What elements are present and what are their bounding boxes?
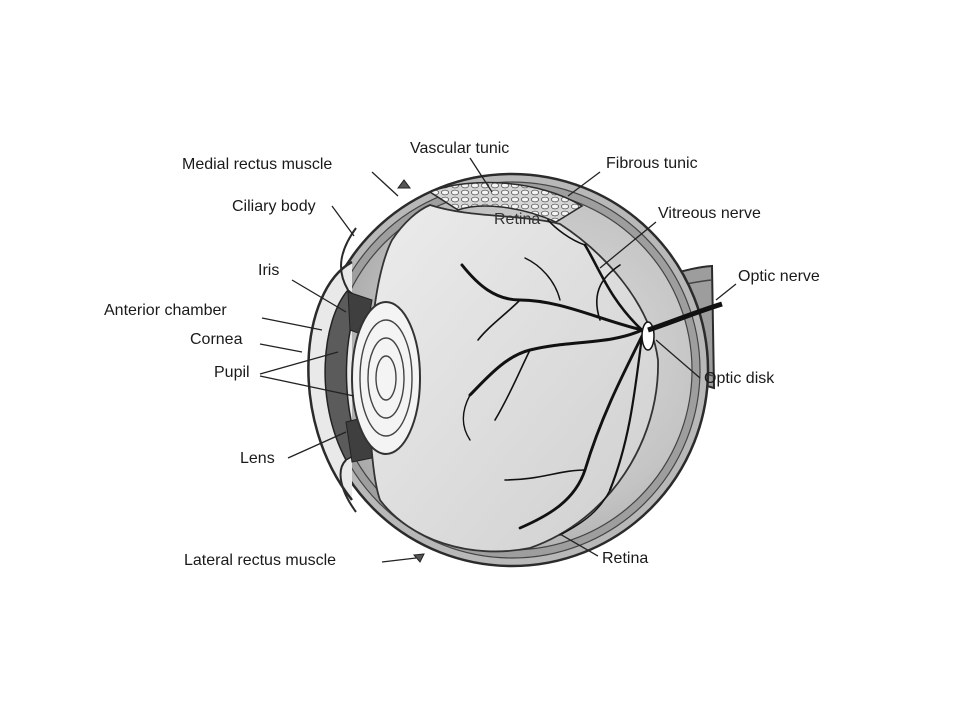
- label-lateral-rectus-muscle: Lateral rectus muscle: [184, 552, 337, 569]
- label-vitreous-nerve: Vitreous nerve: [658, 205, 761, 222]
- label-retina-bottom: Retina: [602, 550, 649, 567]
- retinal-vessels: [460, 219, 644, 536]
- label-fibrous-tunic: Fibrous tunic: [606, 155, 698, 172]
- label-iris: Iris: [258, 262, 280, 279]
- label-pupil: Pupil: [214, 364, 250, 381]
- label-vascular-tunic: Vascular tunic: [410, 140, 510, 157]
- label-anterior-chamber: Anterior chamber: [104, 302, 227, 319]
- lens-shape: [351, 301, 421, 455]
- leader-lines: [259, 157, 737, 563]
- label-lens: Lens: [240, 450, 275, 467]
- label-optic-disk: Optic disk: [704, 370, 775, 387]
- label-ciliary-body: Ciliary body: [232, 198, 316, 215]
- vascular-cutaway: [428, 181, 584, 223]
- label-medial-rectus-muscle: Medial rectus muscle: [182, 156, 333, 173]
- label-optic-nerve: Optic nerve: [738, 268, 820, 285]
- label-retina-top: Retina: [494, 211, 541, 228]
- label-cornea: Cornea: [190, 331, 243, 348]
